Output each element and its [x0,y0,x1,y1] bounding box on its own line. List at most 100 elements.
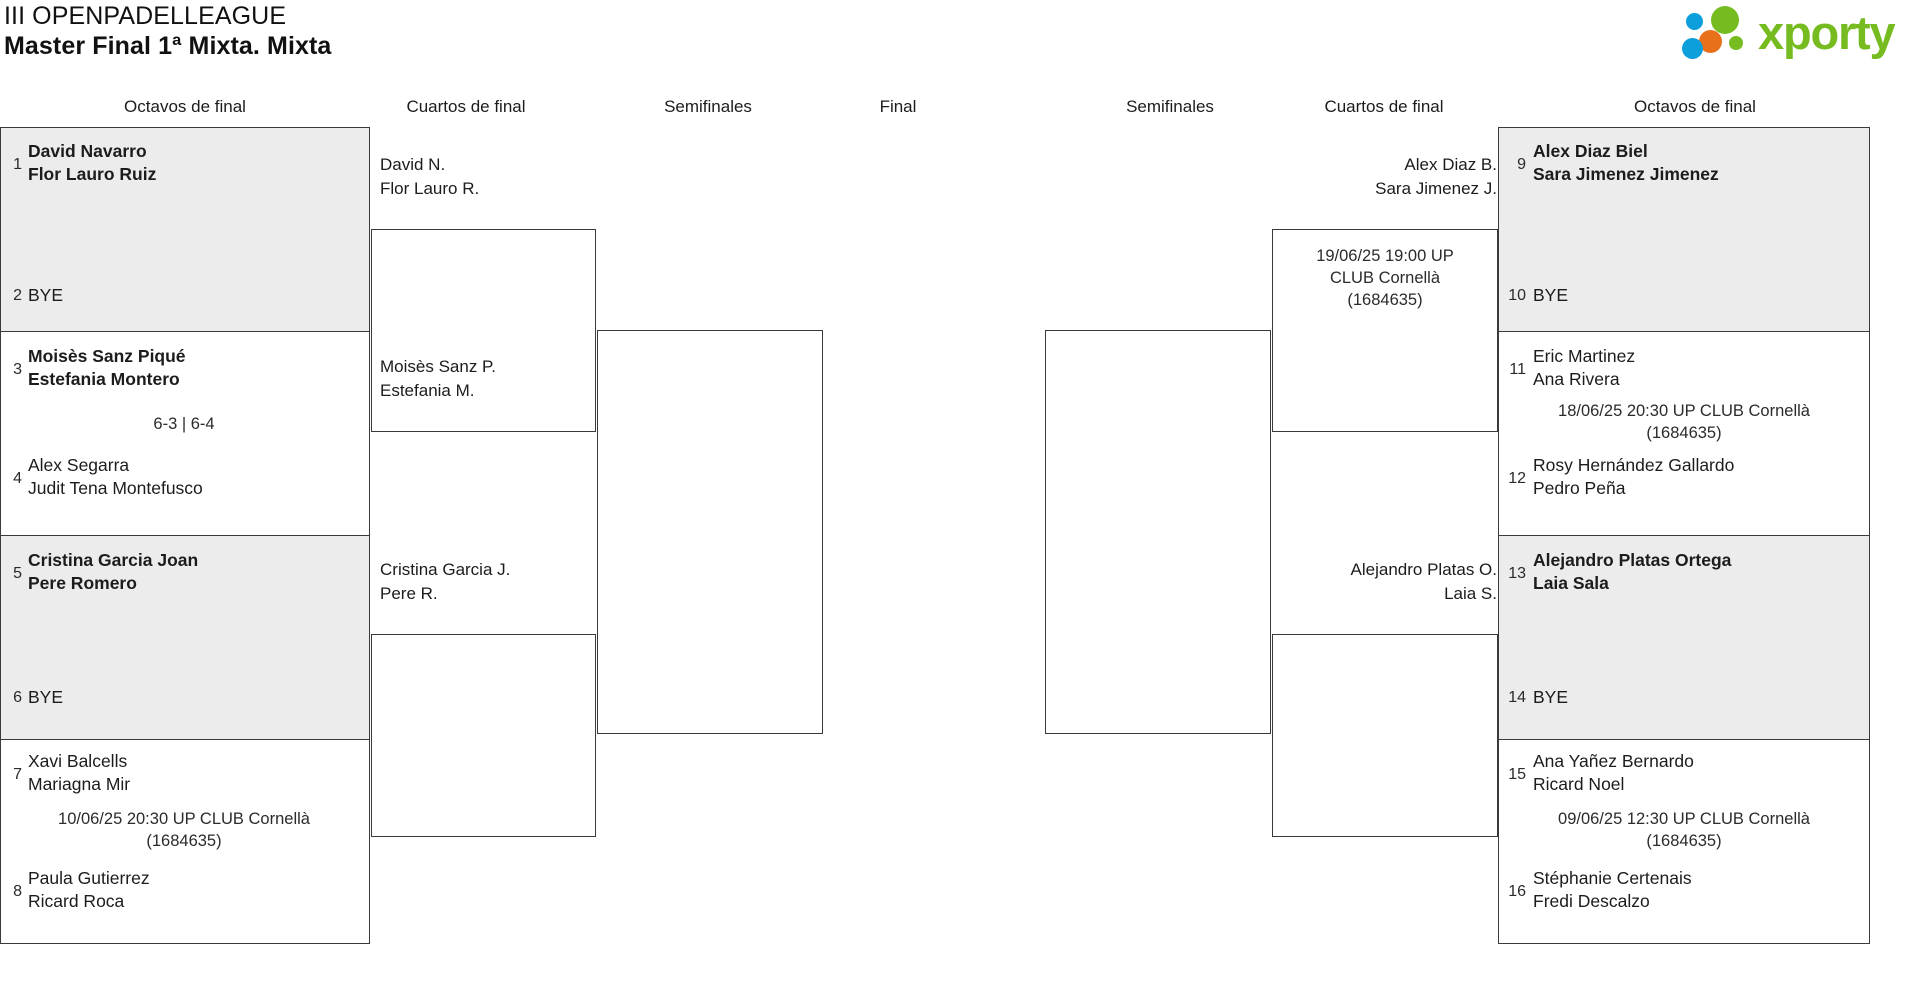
player-line: Laia Sala [1533,573,1609,593]
team-name-left-octavos-2-bottom: Alex Segarra Judit Tena Montefusco [28,454,203,500]
schedule-line: 09/06/25 12:30 UP CLUB Cornellà [1558,810,1810,828]
player-line: Ana Yañez Bernardo [1533,751,1694,771]
team-name-right-cuartos-3: Alejandro Platas O. Laia S. [1272,558,1497,606]
team-name-right-octavos-2-bottom: Rosy Hernández Gallardo Pedro Peña [1533,454,1734,500]
team-name-right-octavos-3-top: Alejandro Platas Ortega Laia Sala [1533,549,1731,595]
seed-number-11: 11 [1509,361,1526,378]
player-line: Pere R. [380,584,438,603]
round-header-left-semis: Semifinales [664,97,752,116]
team-name-left-octavos-2-top: Moisès Sanz Piqué Estefania Montero [28,345,186,391]
match-box-right-octavos-4[interactable] [1498,739,1870,944]
match-schedule-left-octavos-4: 10/06/25 20:30 UP CLUB Cornellà (1684635… [0,808,368,852]
match-schedule-right-octavos-2: 18/06/25 20:30 UP CLUB Cornellà (1684635… [1500,400,1868,444]
player-line: Flor Lauro R. [380,179,480,198]
schedule-line: 10/06/25 20:30 UP CLUB Cornellà [58,810,310,828]
seed-number-8: 8 [13,883,22,900]
tournament-category: Master Final 1ª Mixta. Mixta [4,31,332,60]
seed-number-7: 7 [13,766,22,783]
player-line: Moisès Sanz Piqué [28,346,186,366]
player-line: Sara Jimenez J. [1375,179,1497,198]
player-line: Fredi Descalzo [1533,891,1650,911]
match-schedule-right-cuartos-1: 19/06/25 19:00 UP CLUB Cornellà (1684635… [1274,245,1496,311]
schedule-line: (1684635) [1646,424,1722,442]
match-box-right-octavos-1[interactable] [1498,127,1870,332]
team-name-left-octavos-1-top: David Navarro Flor Lauro Ruiz [28,140,156,186]
tournament-header: III OPENPADELLEAGUE Master Final 1ª Mixt… [4,2,331,61]
match-box-right-cuartos-1[interactable] [1272,229,1498,432]
round-header-right-semis: Semifinales [1126,97,1214,116]
match-box-left-octavos-3[interactable] [0,535,370,740]
match-box-left-octavos-2[interactable] [0,331,370,536]
team-name-left-cuartos-1: David N. Flor Lauro R. [380,153,479,201]
team-name-right-octavos-3-bottom: BYE [1533,686,1568,709]
player-line: Paula Gutierrez [28,868,150,888]
seed-number-10: 10 [1508,287,1526,304]
seed-number-14: 14 [1508,689,1526,706]
player-line: Stéphanie Certenais [1533,868,1692,888]
team-name-right-octavos-1-top: Alex Diaz Biel Sara Jimenez Jimenez [1533,140,1719,186]
match-score-left-octavos-2: 6-3 | 6-4 [153,415,215,433]
logo-dot-green-large [1711,6,1739,34]
round-header-right-octavos: Octavos de final [1634,97,1756,116]
player-line: Estefania Montero [28,369,180,389]
player-line: Mariagna Mir [28,774,131,794]
player-line: Cristina Garcia Joan [28,550,199,570]
logo-wordmark: xporty [1758,6,1896,59]
match-box-left-cuartos-2[interactable] [371,634,596,837]
match-box-left-octavos-1[interactable] [0,127,370,332]
player-line: BYE [28,285,64,305]
match-schedule-right-octavos-4: 09/06/25 12:30 UP CLUB Cornellà (1684635… [1500,808,1868,852]
player-line: Moisès Sanz P. [380,357,496,376]
tournament-name: III OPENPADELLEAGUE [4,2,287,30]
team-name-left-octavos-3-top: Cristina Garcia Joan Pere Romero [28,549,198,595]
seed-number-6: 6 [13,689,22,706]
round-header-left-octavos: Octavos de final [124,97,246,116]
player-line: Estefania M. [380,381,475,400]
player-line: Eric Martinez [1533,346,1636,366]
seed-number-1: 1 [13,156,22,173]
player-line: Flor Lauro Ruiz [28,164,157,184]
match-box-left-semifinal[interactable] [597,330,823,734]
logo-dot-blue-top [1686,13,1703,30]
seed-number-9: 9 [1517,156,1526,173]
player-line: Xavi Balcells [28,751,128,771]
team-name-right-octavos-4-top: Ana Yañez Bernardo Ricard Noel [1533,750,1694,796]
match-box-right-cuartos-2[interactable] [1272,634,1498,837]
match-box-right-octavos-3[interactable] [1498,535,1870,740]
player-line: Ricard Noel [1533,774,1625,794]
seed-number-3: 3 [13,361,22,378]
team-name-left-octavos-4-bottom: Paula Gutierrez Ricard Roca [28,867,150,913]
player-line: BYE [1533,687,1569,707]
schedule-line: (1684635) [1347,291,1423,309]
round-header-right-cuartos: Cuartos de final [1324,97,1444,116]
seed-number-5: 5 [13,565,22,582]
team-name-left-octavos-4-top: Xavi Balcells Mariagna Mir [28,750,130,796]
logo-dot-orange [1699,30,1722,53]
player-line: Rosy Hernández Gallardo [1533,455,1735,475]
team-name-right-octavos-4-bottom: Stéphanie Certenais Fredi Descalzo [1533,867,1692,913]
player-line: Cristina Garcia J. [380,560,511,579]
player-line: Ricard Roca [28,891,125,911]
team-name-right-octavos-1-bottom: BYE [1533,284,1568,307]
seed-number-4: 4 [13,470,22,487]
match-box-left-octavos-4[interactable] [0,739,370,944]
player-line: BYE [28,687,64,707]
player-line: Ana Rivera [1533,369,1620,389]
player-line: Pedro Peña [1533,478,1626,498]
logo-dot-green-small [1729,36,1743,50]
round-header-left-cuartos: Cuartos de final [406,97,526,116]
player-line: BYE [1533,285,1569,305]
player-line: Alex Diaz B. [1404,155,1497,174]
team-name-right-octavos-2-top: Eric Martinez Ana Rivera [1533,345,1635,391]
team-name-left-cuartos-2: Moisès Sanz P. Estefania M. [380,355,496,403]
match-box-right-semifinal[interactable] [1045,330,1271,734]
player-line: Alex Segarra [28,455,130,475]
match-box-left-cuartos-1[interactable] [371,229,596,432]
schedule-line: 18/06/25 20:30 UP CLUB Cornellà [1558,402,1810,420]
schedule-line: 19/06/25 19:00 UP [1316,247,1454,265]
seed-number-13: 13 [1508,565,1526,582]
schedule-line: CLUB Cornellà [1329,269,1441,287]
logo-dot-blue-bottom [1682,38,1703,59]
xporty-logo: xporty [1680,4,1912,62]
schedule-line: (1684635) [1646,832,1722,850]
